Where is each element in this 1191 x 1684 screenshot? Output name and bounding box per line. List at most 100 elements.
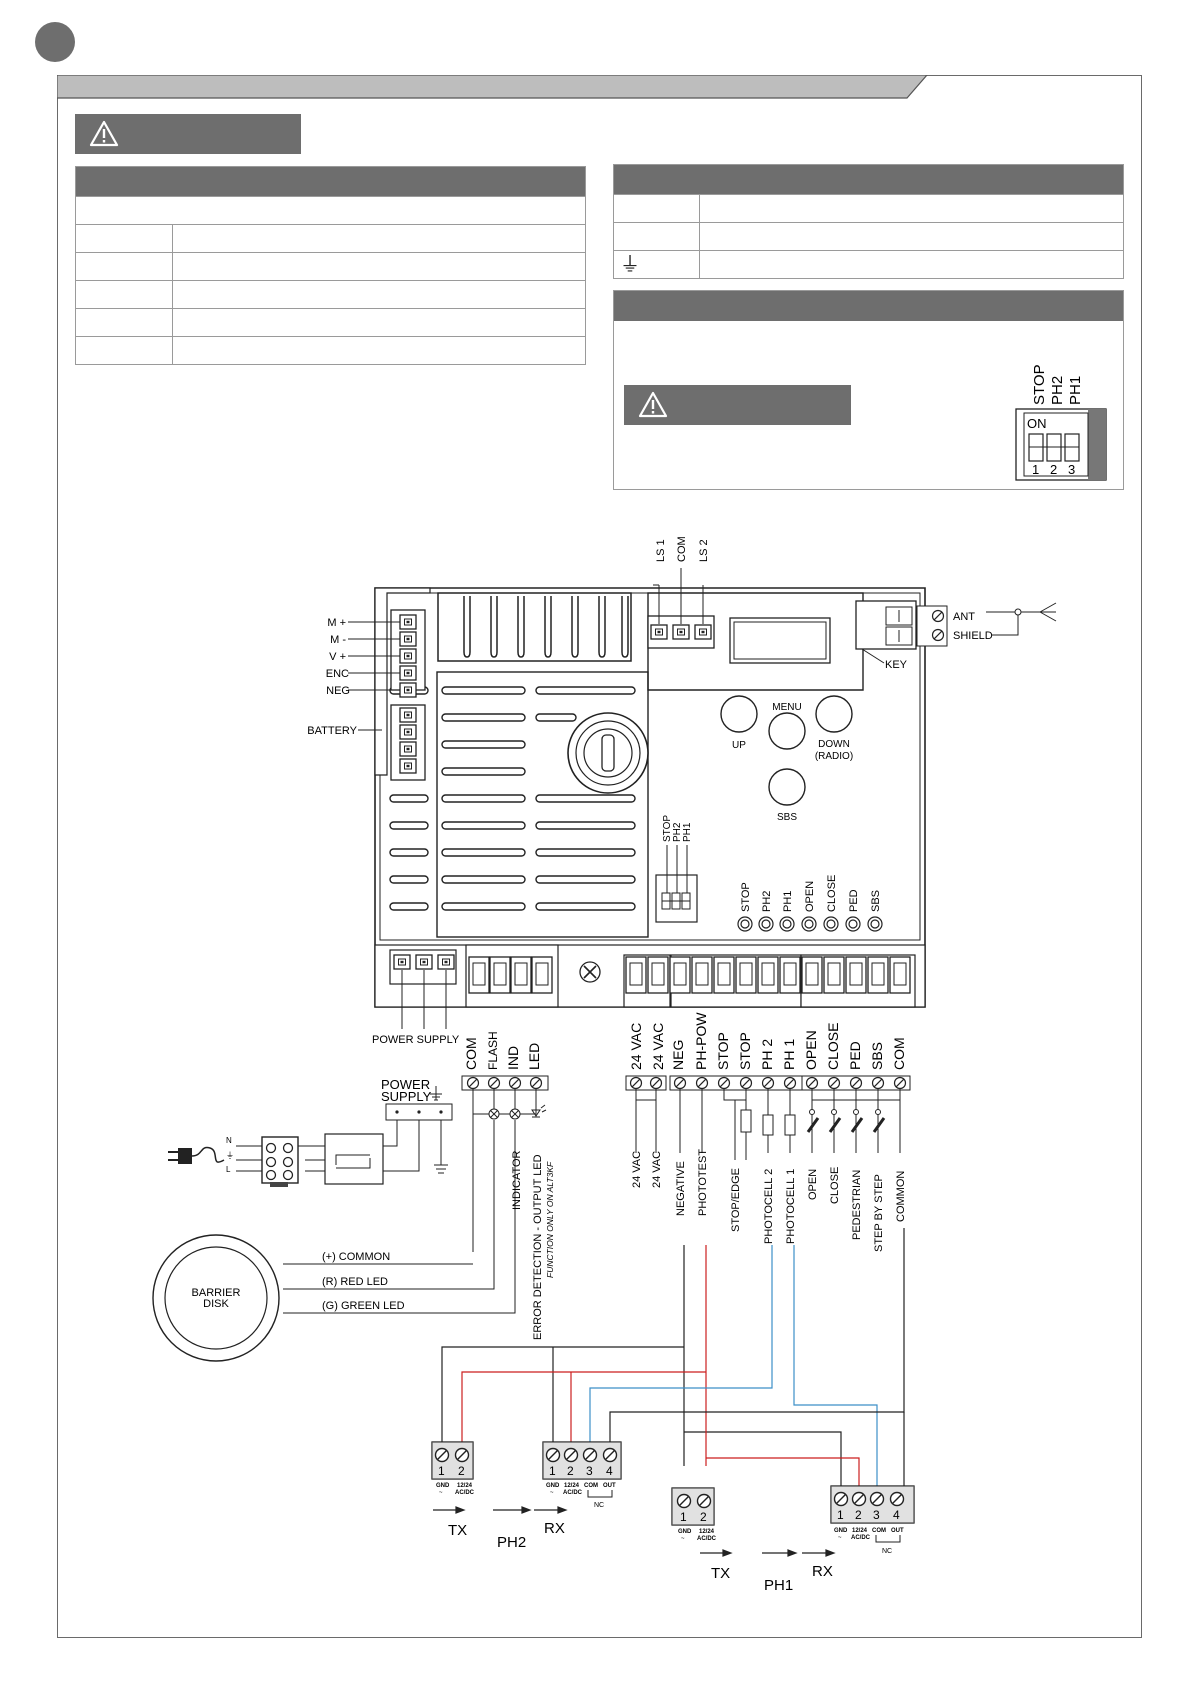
up-button[interactable] bbox=[720, 695, 758, 733]
left-spec-table bbox=[75, 166, 586, 365]
func-pedestrian: PEDESTRIAN bbox=[851, 1170, 863, 1240]
led-label-ph2: PH2 bbox=[761, 891, 773, 912]
battery-label: BATTERY bbox=[307, 725, 357, 737]
screw-terminal-row bbox=[461, 1075, 911, 1091]
function-labels: 24 VAC 24 VAC NEGATIVE PHOTOTEST STOP/ED… bbox=[511, 1149, 907, 1340]
tx1-num-1: 1 bbox=[680, 1510, 687, 1524]
photocell-wiring bbox=[441, 1228, 905, 1486]
left-table-cell bbox=[75, 308, 173, 337]
ant-label: ANT bbox=[953, 611, 975, 623]
ph2-label: PH2 bbox=[497, 1534, 526, 1551]
antenna-icon bbox=[1021, 602, 1057, 622]
left-table-cell bbox=[172, 224, 586, 253]
sbs-button[interactable] bbox=[768, 768, 806, 806]
func-error-led-note: FUNCTION ONLY ON ALT3KF bbox=[545, 1161, 555, 1278]
tx2-num-2: 2 bbox=[458, 1464, 465, 1478]
rx2-nc: NC bbox=[594, 1502, 604, 1509]
tx1-1224: 12/24 bbox=[699, 1529, 715, 1535]
rx1-num-3: 3 bbox=[873, 1508, 880, 1522]
plug-earth: ⏚ bbox=[226, 1151, 234, 1160]
left-table-header bbox=[75, 166, 586, 197]
func-photocell1: PHOTOCELL 1 bbox=[785, 1169, 797, 1244]
func-24vac-1: 24 VAC bbox=[631, 1151, 643, 1188]
heatsink-fins bbox=[437, 592, 632, 662]
dip-number-2: 2 bbox=[1050, 462, 1057, 477]
ph2-rx-label: RX bbox=[544, 1520, 565, 1537]
down-button[interactable] bbox=[815, 695, 853, 733]
motor-connector: M + M - V + ENC NEG BATTERY bbox=[307, 587, 431, 781]
right-table-cell bbox=[699, 194, 1124, 223]
enc-label: ENC bbox=[326, 668, 349, 680]
power-label: POWER bbox=[381, 1077, 430, 1092]
tx1-ac: ~ bbox=[681, 1536, 685, 1542]
ph1-rx-label: RX bbox=[812, 1563, 833, 1580]
term-ind: IND bbox=[505, 1046, 521, 1070]
rx1-num-4: 4 bbox=[893, 1508, 900, 1522]
term-24vac-2: 24 VAC bbox=[650, 1023, 666, 1070]
func-stop-edge: STOP/EDGE bbox=[730, 1168, 742, 1232]
page-number-badge bbox=[35, 22, 75, 62]
left-table-cell bbox=[172, 252, 586, 281]
term-ph2: PH 2 bbox=[759, 1039, 775, 1070]
rx2-com: COM bbox=[584, 1483, 598, 1489]
left-table-cell bbox=[172, 280, 586, 309]
term-stop-1: STOP bbox=[715, 1032, 731, 1070]
term-ph1: PH 1 bbox=[781, 1039, 797, 1070]
func-step-by-step: STEP BY STEP bbox=[873, 1174, 885, 1252]
rx2-1224: 12/24 bbox=[564, 1483, 580, 1489]
ph2-direction: TX PH2 RX bbox=[433, 1506, 568, 1551]
term-open: OPEN bbox=[803, 1030, 819, 1070]
wire-green-led: (G) GREEN LED bbox=[322, 1300, 405, 1312]
func-open: OPEN bbox=[807, 1169, 819, 1200]
photocell-ph2-tx: 1 2 GND 12/24 ~ AC/DC bbox=[431, 1441, 475, 1496]
warning-icon bbox=[638, 391, 668, 418]
tx1-gnd: GND bbox=[678, 1529, 692, 1535]
rx1-num-2: 2 bbox=[855, 1508, 862, 1522]
rx2-ac: ~ bbox=[550, 1490, 554, 1496]
plug-n: N bbox=[226, 1136, 232, 1145]
left-table-subheader bbox=[75, 196, 586, 225]
motor-plus-label: M + bbox=[327, 617, 346, 629]
term-close: CLOSE bbox=[825, 1023, 841, 1070]
status-leds: STOP PH2 PH1 OPEN CLOSE PED SBS bbox=[737, 875, 883, 932]
rx1-gnd: GND bbox=[834, 1528, 848, 1534]
func-indicator: INDICATOR bbox=[511, 1150, 523, 1210]
dip-number-1: 1 bbox=[1032, 462, 1039, 477]
left-table-cell bbox=[75, 280, 173, 309]
dip-label-ph1: PH1 bbox=[1067, 376, 1084, 405]
barrier-disk-label-1: BARRIER bbox=[192, 1287, 241, 1299]
term-24vac-1: 24 VAC bbox=[628, 1023, 644, 1070]
ls1-label: LS 1 bbox=[655, 539, 667, 562]
func-close: CLOSE bbox=[829, 1167, 841, 1204]
board-dip-switch: STOP PH2 PH1 bbox=[655, 815, 698, 923]
right-spec-table: ⏚ bbox=[613, 164, 1124, 279]
terminal-strip bbox=[374, 944, 926, 1008]
photocell-ph1-tx: 1 2 GND 12/24 ~ AC/DC bbox=[671, 1487, 717, 1542]
menu-button[interactable] bbox=[768, 712, 806, 750]
mains-plug-icon bbox=[168, 1146, 225, 1164]
rx2-num-1: 1 bbox=[549, 1464, 556, 1478]
term-led: LED bbox=[526, 1043, 542, 1070]
led-label-ph1: PH1 bbox=[782, 891, 794, 912]
tx2-acdc: AC/DC bbox=[455, 1490, 475, 1496]
led-label-close: CLOSE bbox=[826, 875, 838, 912]
control-board bbox=[374, 587, 926, 1008]
func-negative: NEGATIVE bbox=[675, 1161, 687, 1216]
rx2-num-3: 3 bbox=[586, 1464, 593, 1478]
led-label-open: OPEN bbox=[804, 881, 816, 912]
warning-banner-2 bbox=[624, 385, 851, 425]
photocell-ph2-rx: 1 2 3 4 GND 12/24 COM OUT ~ AC/DC NC bbox=[542, 1441, 622, 1509]
rx1-ac: ~ bbox=[838, 1535, 842, 1541]
photocell-ph1-rx: 1 2 3 4 GND 12/24 COM OUT ~ AC/DC NC bbox=[830, 1485, 915, 1555]
term-sbs: SBS bbox=[869, 1042, 885, 1070]
key-label: KEY bbox=[885, 659, 908, 671]
tx1-num-2: 2 bbox=[700, 1510, 707, 1524]
plug-l: L bbox=[226, 1165, 231, 1174]
board-buttons: UP MENU DOWN (RADIO) SBS bbox=[720, 695, 853, 823]
rx2-gnd: GND bbox=[546, 1483, 560, 1489]
rx1-1224: 12/24 bbox=[852, 1528, 868, 1534]
fuse-holder bbox=[567, 712, 649, 794]
mains-connector-icon bbox=[261, 1136, 299, 1187]
led-label-stop: STOP bbox=[740, 882, 752, 912]
tx2-ac: ~ bbox=[439, 1490, 443, 1496]
